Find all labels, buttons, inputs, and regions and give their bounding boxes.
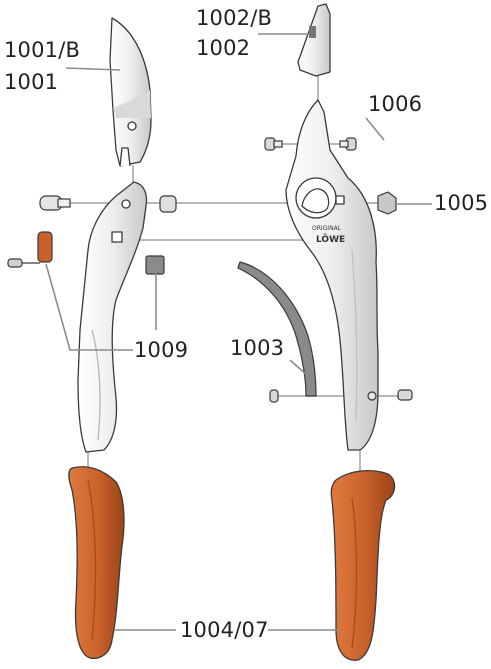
callout-leaders xyxy=(45,33,432,631)
brand-line2: LÖWE xyxy=(316,234,345,245)
washer xyxy=(159,195,177,213)
label-1002: 1002 xyxy=(196,36,251,60)
nut-1005 xyxy=(377,191,397,215)
label-1001b: 1001/B xyxy=(4,38,81,62)
screw-1006b xyxy=(339,137,357,151)
right-body-assembly: ORIGINAL LÖWE xyxy=(285,99,379,451)
bumper-clip xyxy=(7,231,53,268)
label-1006: 1006 xyxy=(368,92,423,116)
brand-line1: ORIGINAL xyxy=(312,225,342,232)
label-100407: 1004/07 xyxy=(180,618,269,642)
handle-right-1004 xyxy=(330,469,396,661)
screw-1006a xyxy=(264,137,283,151)
spring-1003 xyxy=(237,261,317,397)
handle-left-1004 xyxy=(68,466,125,660)
label-1003: 1003 xyxy=(230,336,285,360)
spring-screws xyxy=(269,389,413,403)
anvil-1002 xyxy=(297,3,331,77)
label-1009: 1009 xyxy=(134,338,189,362)
left-arm-body xyxy=(77,181,148,453)
label-1002b: 1002/B xyxy=(196,6,273,30)
pivot-bolt xyxy=(39,195,71,211)
label-1005: 1005 xyxy=(434,191,489,215)
fasteners xyxy=(7,137,413,403)
label-1001: 1001 xyxy=(4,70,59,94)
blade-1001 xyxy=(109,17,152,167)
